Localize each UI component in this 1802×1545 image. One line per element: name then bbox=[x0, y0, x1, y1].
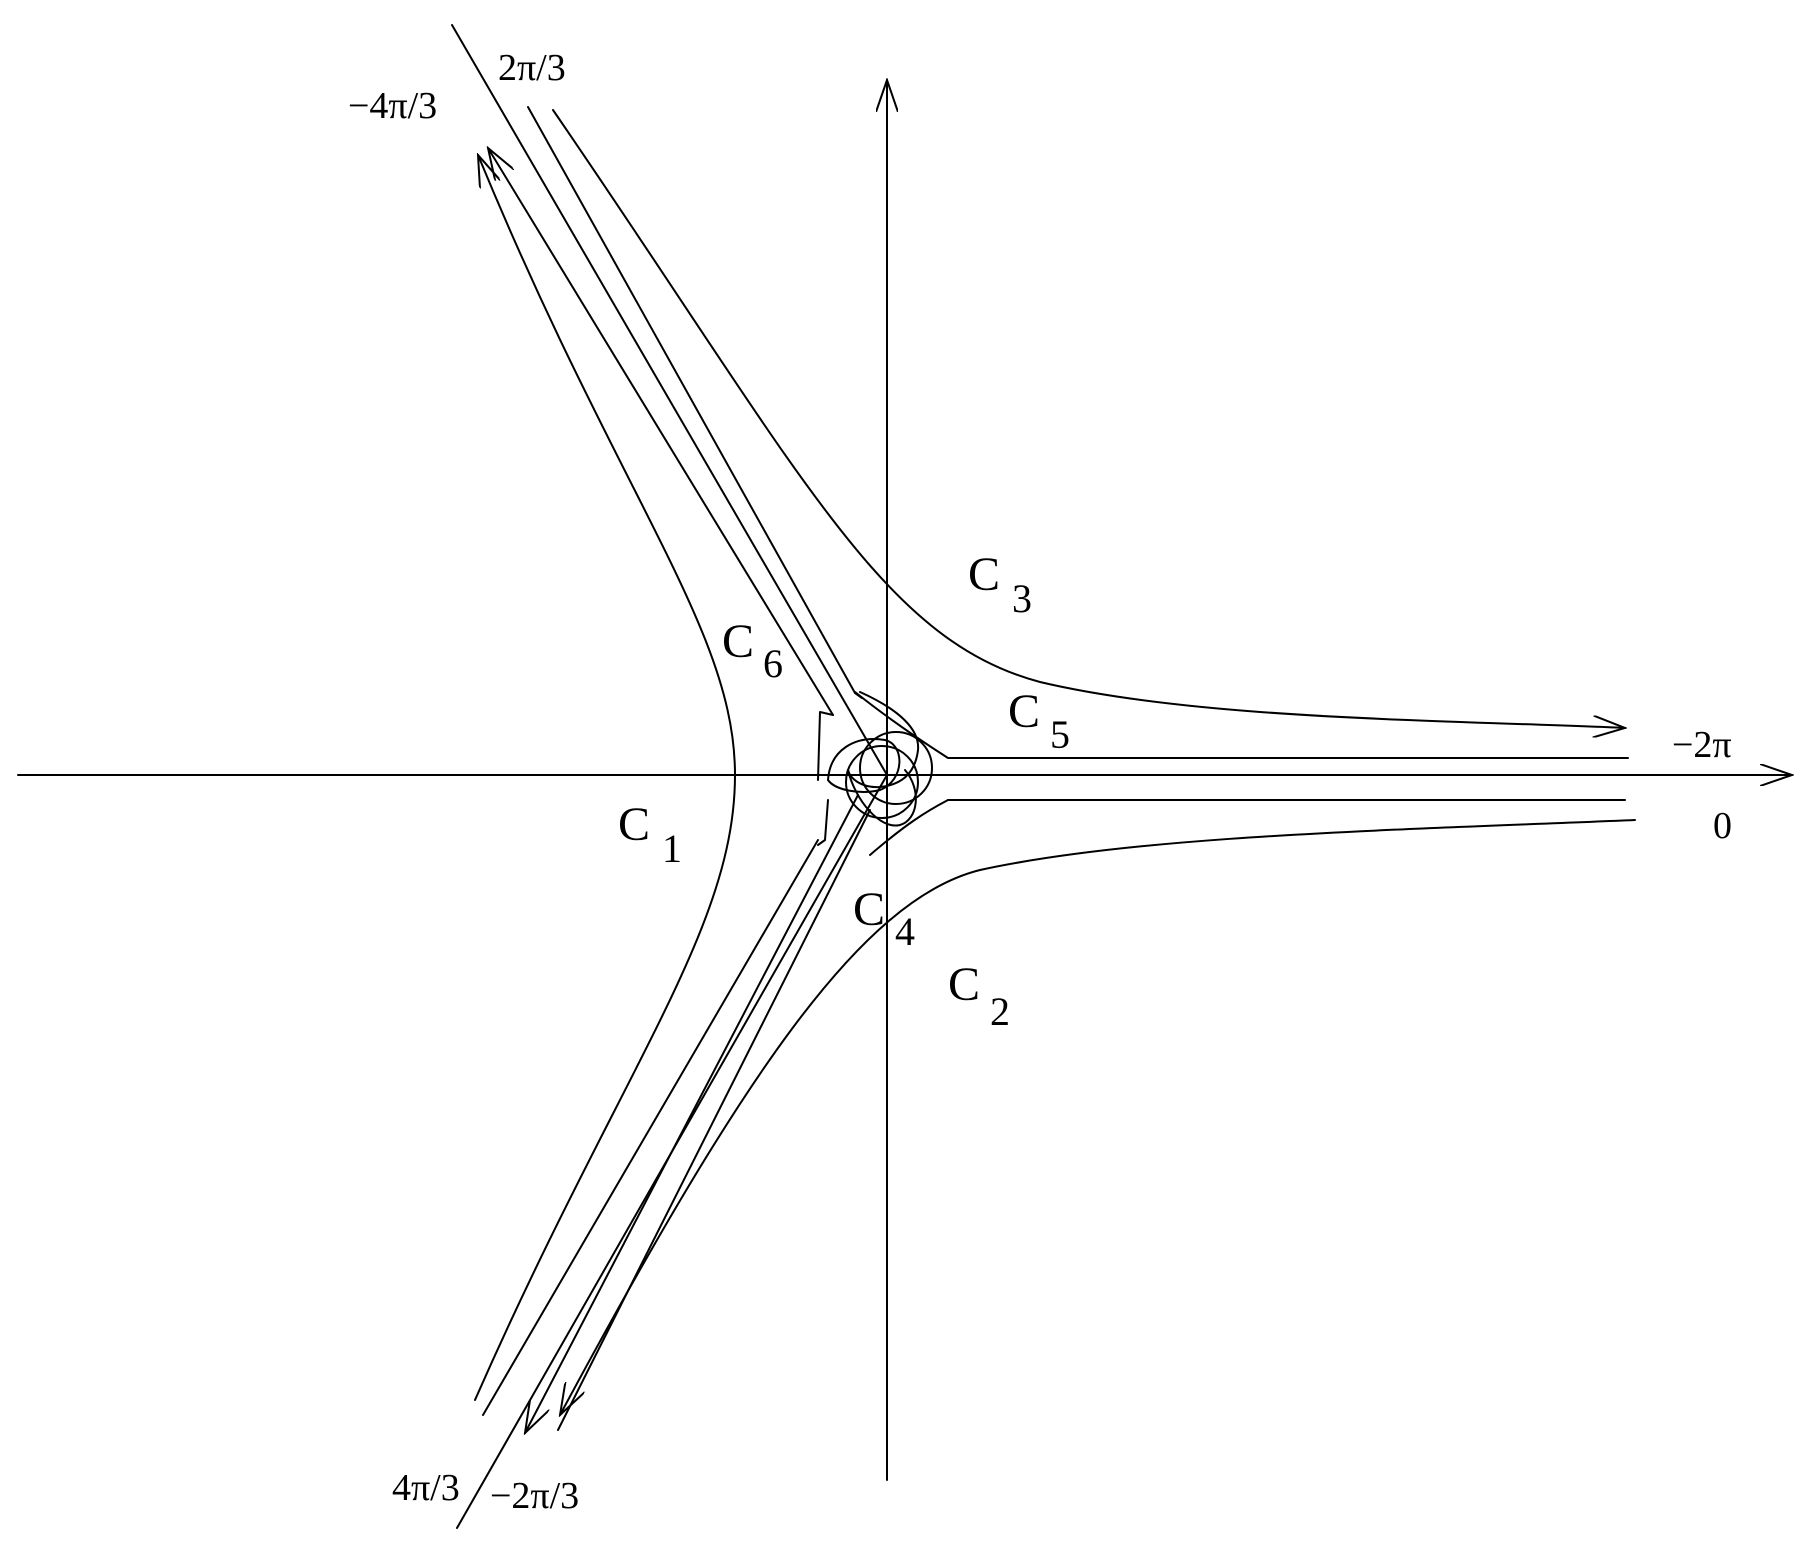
label-c4: C 4 bbox=[853, 883, 915, 954]
svg-text:5: 5 bbox=[1050, 712, 1070, 757]
contour-c5-loop bbox=[847, 691, 920, 789]
contour-c1-curve bbox=[474, 155, 736, 1401]
svg-text:2: 2 bbox=[990, 989, 1010, 1034]
angle-label-top-right: 2π/3 bbox=[498, 47, 566, 89]
contour-c6-hook-upper bbox=[817, 711, 834, 781]
label-c3: C 3 bbox=[968, 548, 1032, 621]
svg-text:3: 3 bbox=[1012, 576, 1032, 621]
contour-c6-loop bbox=[827, 738, 901, 793]
svg-text:C: C bbox=[948, 958, 980, 1011]
lower-arm-strand-3 bbox=[557, 809, 871, 1431]
svg-text:C: C bbox=[968, 548, 1000, 601]
boundary-ray-upper bbox=[451, 24, 888, 776]
angle-label-top-left: −4π/3 bbox=[348, 85, 437, 127]
svg-text:6: 6 bbox=[763, 641, 783, 686]
svg-text:C: C bbox=[618, 798, 650, 851]
svg-text:C: C bbox=[722, 615, 754, 668]
angle-label-bottom-right: −2π/3 bbox=[490, 1475, 579, 1517]
label-c1: C 1 bbox=[618, 798, 682, 871]
origin-circle-right bbox=[859, 731, 933, 805]
origin-circle-left bbox=[845, 745, 919, 819]
svg-text:C: C bbox=[1008, 685, 1040, 738]
label-c5: C 5 bbox=[1008, 685, 1070, 757]
contour-c5-strand-upper bbox=[527, 106, 856, 694]
label-c2: C 2 bbox=[948, 958, 1010, 1034]
angle-label-bottom-left: 4π/3 bbox=[392, 1467, 460, 1509]
lower-arm-strand-2 bbox=[525, 794, 859, 1433]
svg-text:4: 4 bbox=[895, 909, 915, 954]
svg-text:C: C bbox=[853, 883, 885, 936]
contour-c4-loop bbox=[869, 799, 949, 856]
contour-c3-curve bbox=[552, 109, 1625, 728]
contour-c6-upper-arm bbox=[488, 148, 834, 716]
contour-c2-curve bbox=[560, 819, 1636, 1415]
label-c6: C 6 bbox=[722, 615, 783, 686]
contour-c5-ray bbox=[854, 691, 1629, 759]
lower-arm-strand-1 bbox=[482, 839, 819, 1416]
contour-c6-hook-lower bbox=[817, 799, 829, 846]
svg-text:1: 1 bbox=[662, 826, 682, 871]
angle-label-right-lower: 0 bbox=[1713, 805, 1732, 847]
angle-label-right-upper: −2π bbox=[1672, 724, 1732, 766]
